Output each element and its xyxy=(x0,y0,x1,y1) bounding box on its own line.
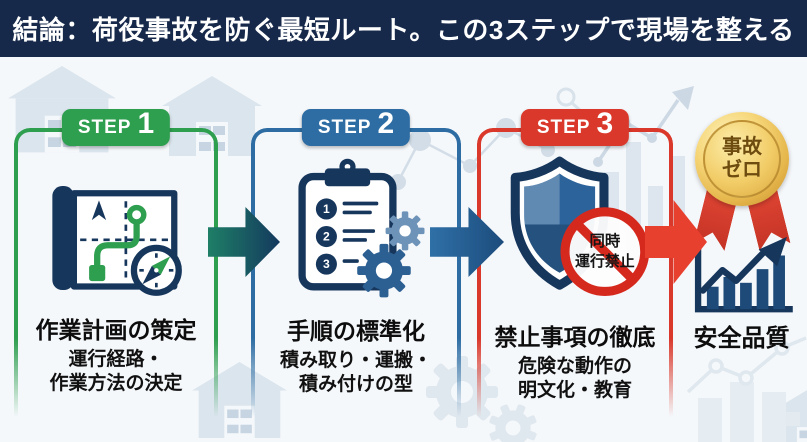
zero-accidents-medal: 事故 ゼロ xyxy=(692,106,792,256)
gear-icon xyxy=(357,243,411,298)
step1-subtitle-line2: 作業方法の決定 xyxy=(49,373,183,395)
checklist-gears-icon: 1 2 3 xyxy=(298,158,425,298)
prohibition-text-line2: 運行禁止 xyxy=(575,252,635,270)
step3-badge: STEP 3 xyxy=(520,107,630,146)
step3-subtitle-line2: 明文化・教育 xyxy=(517,380,632,402)
step1-badge-label: STEP xyxy=(77,117,132,138)
route-map-compass-icon xyxy=(52,186,182,296)
step1-subtitle-line1: 運行経路・ xyxy=(68,349,164,370)
step2-subtitle-line1: 積み取り・運搬・ xyxy=(279,350,432,371)
step3-subtitle: 危険な動作の 明文化・教育 xyxy=(518,355,632,404)
step2-badge: STEP 2 xyxy=(301,107,411,146)
checklist-number-2: 2 xyxy=(323,230,330,244)
growth-chart-icon xyxy=(688,234,798,321)
step1-subtitle: 運行経路・ 作業方法の決定 xyxy=(49,348,182,397)
step2-subtitle-line2: 積み付けの型 xyxy=(298,374,413,396)
shield-prohibition-icon: 同時 運行禁止 xyxy=(510,156,650,296)
medal-coin: 事故 ゼロ xyxy=(695,112,789,206)
step3-card: STEP 3 xyxy=(477,109,673,420)
step3-subtitle-line1: 危険な動作の xyxy=(517,356,632,377)
checklist-number-3: 3 xyxy=(323,257,330,271)
safety-quality-label: 安全品質 xyxy=(693,325,790,352)
header-banner: 結論：荷役事故を防ぐ最短ルート。この3ステップで現場を整える xyxy=(0,0,807,57)
checklist-items: 1 2 3 xyxy=(315,198,379,275)
step3-title: 禁止事項の徹底 xyxy=(494,324,656,350)
header-title: 結論：荷役事故を防ぐ最短ルート。この3ステップで現場を整える xyxy=(12,15,795,45)
step3-badge-number: 3 xyxy=(596,107,614,140)
no-entry-sign: 同時 運行禁止 xyxy=(560,207,650,296)
step2-badge-number: 2 xyxy=(377,107,395,140)
gear-icon xyxy=(385,211,425,251)
prohibition-text-line1: 同時 xyxy=(589,231,620,250)
step2-title: 手順の標準化 xyxy=(287,318,425,344)
step2-subtitle: 積み取り・運搬・ 積み付けの型 xyxy=(280,349,432,398)
step1-card: STEP 1 xyxy=(14,109,218,420)
warehouse-icon xyxy=(768,388,807,442)
step2-card: STEP 2 1 2 3 xyxy=(251,109,461,420)
map-cursor-icon xyxy=(91,200,107,221)
medal-text-line1: 事故 xyxy=(722,136,762,158)
step1-badge-number: 1 xyxy=(137,107,155,140)
medal-text-line2: ゼロ xyxy=(722,159,762,181)
checklist-number-1: 1 xyxy=(323,202,330,216)
step1-badge: STEP 1 xyxy=(61,107,171,146)
step3-badge-label: STEP xyxy=(536,117,591,138)
faded-line-chart-decoration xyxy=(686,336,807,442)
compass-icon xyxy=(130,244,182,296)
step2-badge-label: STEP xyxy=(317,117,372,138)
step1-title: 作業計画の策定 xyxy=(35,317,197,343)
